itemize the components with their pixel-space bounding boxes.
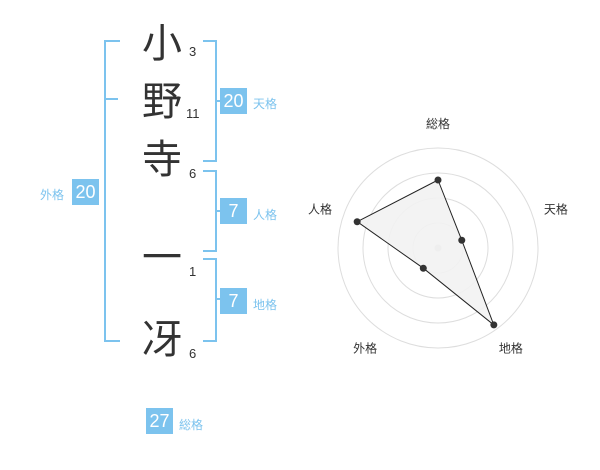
radar-point-2 — [458, 236, 466, 244]
jinkaku-bracket-tick — [215, 210, 222, 212]
chikaku-score-badge: 7 — [220, 288, 247, 314]
radar-axis-label: 人格 — [308, 202, 332, 217]
radar-axis-label: 天格 — [544, 202, 568, 217]
tenkaku-bracket-tick — [215, 100, 222, 102]
radar-point-5 — [353, 218, 361, 226]
name-char-4: 一 — [142, 235, 182, 281]
soukaku-label: 総格 — [179, 418, 204, 432]
radar-axis-label: 地格 — [499, 340, 523, 355]
chikaku-bracket-tick — [215, 298, 222, 300]
jinkaku-score-badge: 7 — [220, 198, 247, 224]
gaikaku-label: 外格 — [40, 188, 65, 202]
radar-grid-ring — [362, 172, 514, 324]
chikaku-label: 地格 — [253, 298, 278, 312]
tenkaku-score-badge: 20 — [220, 88, 247, 114]
chikaku-bracket — [203, 258, 217, 342]
name-char-3: 寺 — [142, 137, 182, 183]
gaikaku-bracket — [104, 40, 120, 342]
jinkaku-label: 人格 — [253, 208, 278, 222]
radar-grid-ring — [337, 147, 539, 349]
soukaku-score-badge: 27 — [146, 408, 173, 434]
stroke-count-1: 3 — [189, 44, 197, 59]
gaikaku-score-badge: 20 — [72, 179, 99, 205]
name-char-1: 小 — [142, 21, 182, 67]
radar-point-4 — [419, 264, 427, 272]
tenkaku-label: 天格 — [253, 97, 278, 111]
radar-axis-label: 総格 — [426, 116, 450, 131]
name-char-5: 冴 — [142, 317, 182, 363]
gaikaku-bracket-tick — [104, 98, 118, 100]
radar-point-1 — [434, 176, 442, 184]
stroke-count-5: 6 — [189, 346, 197, 361]
radar-polygon — [356, 179, 495, 327]
radar-axis-label: 外格 — [353, 340, 377, 355]
stroke-count-2: 11 — [186, 106, 200, 121]
stroke-count-3: 6 — [189, 166, 197, 181]
name-char-2: 野 — [142, 79, 182, 125]
stroke-count-4: 1 — [189, 264, 197, 279]
radar-point-3 — [490, 321, 498, 329]
